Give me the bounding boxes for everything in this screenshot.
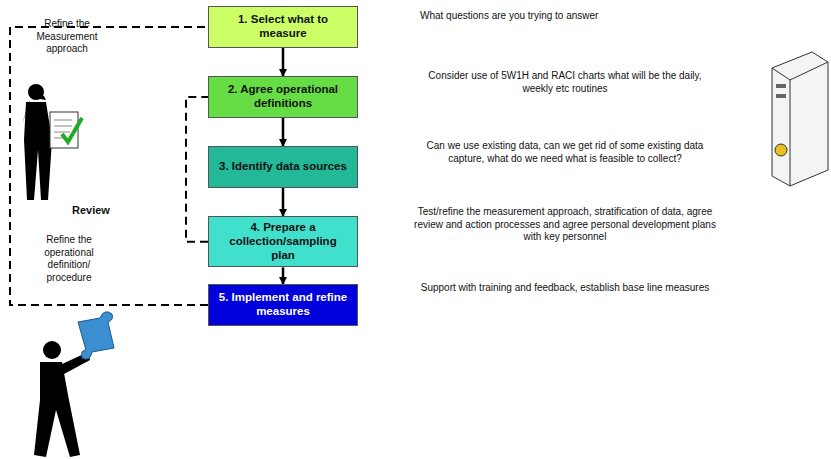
note-text: Refine the Measurement approach bbox=[22, 18, 112, 56]
review-figure bbox=[22, 84, 52, 200]
process-box: 5. Implement and refine measures bbox=[208, 284, 358, 326]
box-label: 4. Prepare a collection/sampling plan bbox=[217, 221, 349, 262]
note-text: Refine the operational definition/ proce… bbox=[24, 234, 114, 284]
puzzle-figure bbox=[34, 341, 90, 457]
flow-arrow bbox=[282, 48, 285, 76]
box-label: 1. Select what to measure bbox=[217, 13, 349, 41]
process-box: 2. Agree operational definitions bbox=[208, 76, 358, 118]
note-text: What questions are you trying to answer bbox=[420, 10, 720, 23]
clipboard bbox=[50, 112, 82, 148]
server-icon bbox=[772, 52, 828, 186]
flow-arrow bbox=[282, 267, 285, 284]
note-text: Can we use existing data, can we get rid… bbox=[415, 140, 715, 165]
flow-arrow bbox=[282, 188, 285, 216]
box-label: 5. Implement and refine measures bbox=[217, 291, 349, 319]
feedback-loop bbox=[186, 97, 208, 242]
process-box: 4. Prepare a collection/sampling plan bbox=[208, 216, 358, 267]
process-box: 1. Select what to measure bbox=[208, 6, 358, 48]
flow-arrow bbox=[282, 118, 285, 146]
note-text: Test/refine the measurement approach, st… bbox=[410, 206, 720, 244]
feedback-loop bbox=[10, 27, 208, 305]
box-label: 3. Identify data sources bbox=[219, 160, 347, 174]
note-text: Consider use of 5W1H and RACI charts wha… bbox=[415, 70, 715, 95]
note-text: Review bbox=[72, 204, 132, 218]
process-box: 3. Identify data sources bbox=[208, 146, 358, 188]
note-text: Support with training and feedback, esta… bbox=[415, 282, 715, 295]
box-label: 2. Agree operational definitions bbox=[217, 83, 349, 111]
puzzle-piece bbox=[78, 312, 114, 359]
